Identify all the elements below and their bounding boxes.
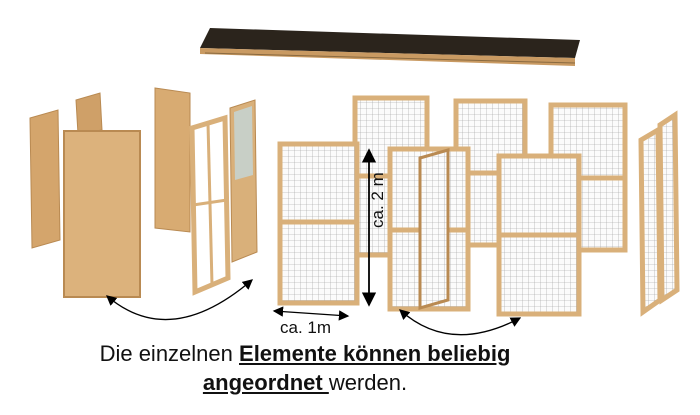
width-dimension-arrow: [272, 306, 350, 321]
caption-plain-2: werden.: [328, 370, 408, 395]
width-label: ca. 1m: [280, 318, 332, 337]
caption-line-2: angeordnet werden.: [0, 370, 610, 396]
rearrange-arrows: [106, 148, 522, 336]
caption-line-1: Die einzelnen Elemente können beliebig: [0, 341, 610, 367]
window-panel-element: [229, 99, 258, 263]
caption-plain-1: Die einzelnen: [99, 341, 240, 366]
caption-emphasis-2: angeordnet: [202, 370, 329, 395]
door-frame-element: [189, 114, 231, 296]
mesh-panels: [277, 95, 680, 317]
caption-emphasis-1: Elemente können beliebig: [239, 341, 511, 366]
height-label: ca. 2 m: [368, 172, 387, 228]
roof-element: [200, 28, 580, 66]
wood-panels: [29, 87, 258, 298]
